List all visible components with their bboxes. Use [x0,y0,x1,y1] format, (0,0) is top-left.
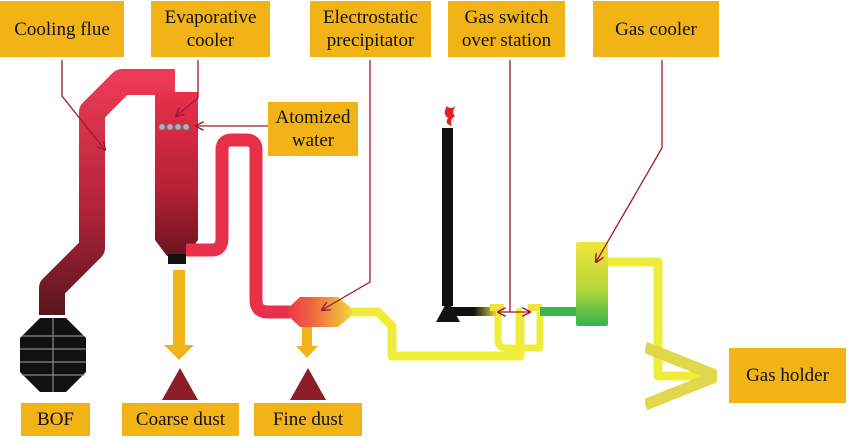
fine-dust-pile [290,368,326,400]
label-cooling-flue: Cooling flue [0,1,124,57]
flare-flame-icon [444,106,456,126]
electrostatic-precipitator-body [284,297,356,327]
clean-gas-branch [494,312,544,352]
cooler-to-precipitator-duct [186,133,290,319]
cooler-outlet [168,254,186,264]
label-electrostatic-precipitator: Electrostatic precipitator [310,1,431,57]
to-gas-holder-line [608,257,710,376]
bof-bands [20,318,86,392]
label-coarse-dust: Coarse dust [122,403,239,436]
label-gas-cooler: Gas cooler [593,1,719,57]
pointer-cooling-flue [61,60,105,150]
coarse-dust-arrowhead [164,345,194,360]
cooling-flue-pipe [39,69,175,315]
switch-valve-left [490,304,504,311]
fine-dust-chute [302,327,312,349]
label-atomized-water: Atomized water [268,102,358,156]
coarse-dust-chute [173,270,185,348]
switch-valve-right [528,304,542,311]
label-fine-dust: Fine dust [254,403,362,436]
flare-stack-base [436,300,460,322]
switch-to-cooler-pipe [540,307,578,316]
pointer-evaporative-cooler [176,60,199,116]
pointer-precipitator [322,60,371,310]
label-gas-holder: Gas holder [729,348,846,403]
gas-cooler-body [576,242,608,326]
flare-stack [442,128,453,306]
fine-dust-arrowhead [296,346,318,358]
coarse-dust-pile [162,368,198,400]
label-evaporative-cooler: Evaporative cooler [151,1,270,57]
label-bof: BOF [21,403,90,436]
atomized-water-nozzles [158,123,190,131]
label-gas-switch: Gas switch over station [448,1,565,57]
evaporative-cooler-body [155,92,198,256]
stack-connector [452,307,496,316]
pointer-gas-cooler [596,60,663,262]
